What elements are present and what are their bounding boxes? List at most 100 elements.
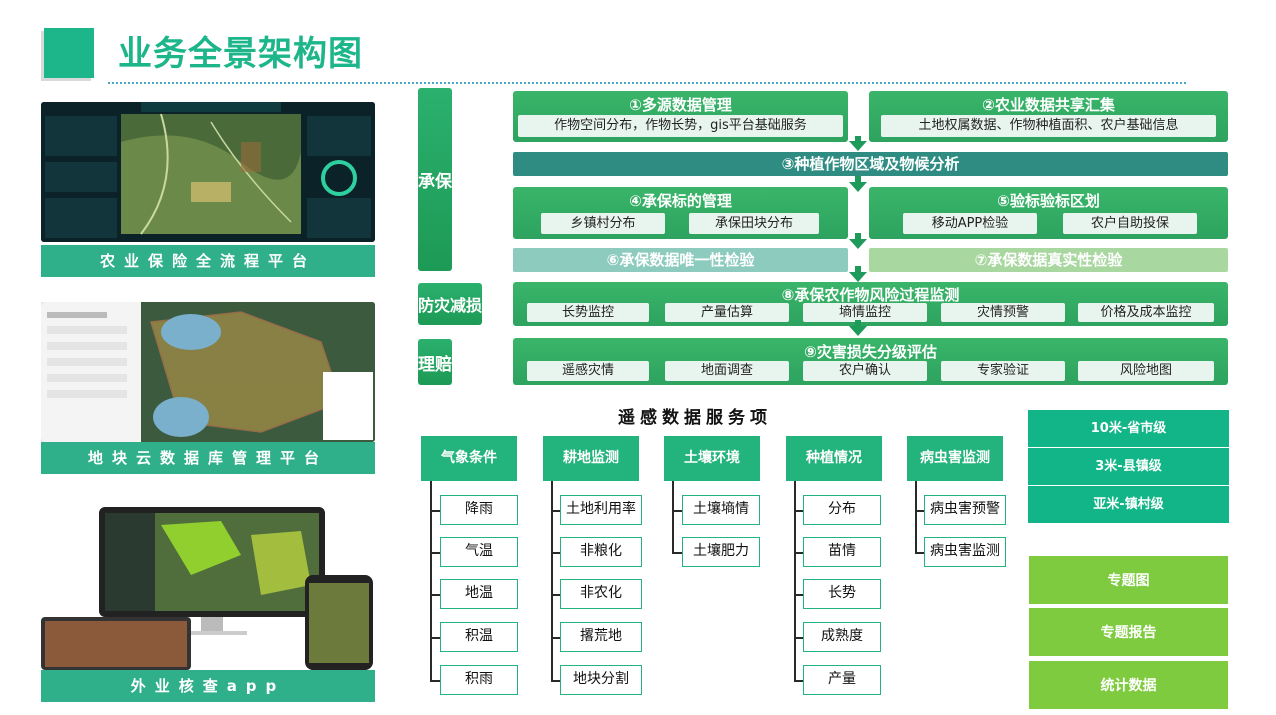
tree-branch bbox=[430, 680, 440, 682]
category-farmland: 耕地监测 bbox=[543, 436, 639, 481]
tree-branch bbox=[672, 552, 682, 554]
item-rainfall: 降雨 bbox=[440, 495, 518, 525]
parcel-map-screenshot bbox=[41, 302, 375, 442]
down-arrow-icon bbox=[849, 272, 867, 282]
box5-item: 农户自助投保 bbox=[1063, 213, 1197, 234]
item-accumulated-temp: 积温 bbox=[440, 622, 518, 652]
box-risk-monitoring: ⑧承保农作物风险过程监测 长势监控 产量估算 墒情监控 灾情预警 价格及成本监控 bbox=[513, 282, 1228, 326]
item-pest-warning: 病虫害预警 bbox=[924, 495, 1006, 525]
item-ground-temp: 地温 bbox=[440, 579, 518, 609]
tree-branch bbox=[794, 680, 804, 682]
tree-branch bbox=[915, 552, 925, 554]
tree-branch bbox=[915, 510, 925, 512]
resolution-10m: 10米-省市级 bbox=[1028, 410, 1229, 447]
title-marker bbox=[44, 28, 94, 78]
arrow-stem bbox=[855, 266, 861, 274]
tree-branch bbox=[430, 594, 440, 596]
resolution-submeter: 亚米-镇村级 bbox=[1028, 486, 1229, 523]
tree-branch bbox=[551, 594, 561, 596]
resolution-3m: 3米-县镇级 bbox=[1028, 448, 1229, 485]
box8-item: 灾情预警 bbox=[941, 303, 1065, 322]
box9-title: ⑨灾害损失分级评估 bbox=[804, 343, 937, 361]
item-temperature: 气温 bbox=[440, 537, 518, 567]
box-loss-assessment: ⑨灾害损失分级评估 遥感灾情 地面调查 农户确认 专家验证 风险地图 bbox=[513, 338, 1228, 385]
tree-branch bbox=[551, 680, 561, 682]
product-thematic-map: 专题图 bbox=[1028, 555, 1229, 605]
item-non-grain: 非粮化 bbox=[560, 537, 642, 567]
box4-item: 承保田块分布 bbox=[689, 213, 819, 234]
section-underwriting: 承保 bbox=[418, 88, 452, 271]
box8-item: 墒情监控 bbox=[803, 303, 927, 322]
item-soil-moisture: 土壤墒情 bbox=[682, 495, 760, 525]
category-soil: 土壤环境 bbox=[664, 436, 760, 481]
tree-branch bbox=[430, 552, 440, 554]
item-seedling: 苗情 bbox=[803, 537, 881, 567]
tree-branch bbox=[430, 637, 440, 639]
item-accumulated-rain: 积雨 bbox=[440, 665, 518, 695]
arrow-stem bbox=[855, 233, 861, 241]
category-pests: 病虫害监测 bbox=[907, 436, 1003, 481]
remote-sensing-title: 遥感数据服务项 bbox=[618, 408, 772, 428]
box9-item: 农户确认 bbox=[803, 361, 927, 381]
box-data-sharing: ②农业数据共享汇集 土地权属数据、作物种植面积、农户基础信息 bbox=[869, 91, 1228, 142]
tree-line bbox=[551, 481, 553, 681]
tree-branch bbox=[430, 510, 440, 512]
tree-branch bbox=[551, 637, 561, 639]
arrow-stem bbox=[855, 136, 861, 142]
box9-item: 专家验证 bbox=[941, 361, 1065, 381]
section-claims: 理赔 bbox=[418, 339, 452, 385]
field-app-screenshot bbox=[41, 505, 375, 670]
item-soil-fertility: 土壤肥力 bbox=[682, 537, 760, 567]
item-parcel-split: 地块分割 bbox=[560, 665, 642, 695]
item-yield: 产量 bbox=[803, 665, 881, 695]
item-pest-monitoring: 病虫害监测 bbox=[924, 537, 1006, 567]
box-uniqueness-check: ⑥承保数据唯一性检验 bbox=[513, 248, 848, 272]
box8-item: 价格及成本监控 bbox=[1078, 303, 1214, 322]
box1-title: ①多源数据管理 bbox=[629, 96, 732, 114]
box9-item: 风险地图 bbox=[1078, 361, 1214, 381]
dashboard-screenshot bbox=[41, 102, 375, 242]
caption-insurance-platform: 农业保险全流程平台 bbox=[41, 245, 375, 277]
product-statistics: 统计数据 bbox=[1028, 660, 1229, 710]
box-inspection-zoning: ⑤验标验标区划 移动APP检验 农户自助投保 bbox=[869, 187, 1228, 239]
box2-detail: 土地权属数据、作物种植面积、农户基础信息 bbox=[881, 115, 1216, 137]
box-phenology-analysis: ③种植作物区域及物候分析 bbox=[513, 152, 1228, 176]
box8-title: ⑧承保农作物风险过程监测 bbox=[781, 286, 960, 304]
item-distribution: 分布 bbox=[803, 495, 881, 525]
down-arrow-icon bbox=[849, 326, 867, 336]
down-arrow-icon bbox=[849, 141, 867, 151]
item-abandoned-land: 撂荒地 bbox=[560, 622, 642, 652]
category-planting: 种植情况 bbox=[786, 436, 882, 481]
category-weather: 气象条件 bbox=[421, 436, 517, 481]
caption-field-app: 外业核查app bbox=[41, 670, 375, 702]
arrow-stem bbox=[855, 176, 861, 184]
page-title: 业务全景架构图 bbox=[118, 34, 363, 74]
down-arrow-icon bbox=[849, 239, 867, 249]
box1-detail: 作物空间分布，作物长势，gis平台基础服务 bbox=[518, 115, 843, 137]
title-divider bbox=[108, 82, 1186, 84]
box9-item: 地面调查 bbox=[665, 361, 789, 381]
box4-title: ④承保标的管理 bbox=[629, 192, 732, 210]
box-authenticity-check: ⑦承保数据真实性检验 bbox=[869, 248, 1228, 272]
box2-title: ②农业数据共享汇集 bbox=[982, 96, 1115, 114]
box8-item: 产量估算 bbox=[665, 303, 789, 322]
tree-line bbox=[794, 481, 796, 681]
box-multi-source-data: ①多源数据管理 作物空间分布，作物长势，gis平台基础服务 bbox=[513, 91, 848, 142]
box8-item: 长势监控 bbox=[527, 303, 649, 322]
item-land-use-rate: 土地利用率 bbox=[560, 495, 642, 525]
tree-branch bbox=[794, 552, 804, 554]
section-disaster-prevention: 防灾减损 bbox=[418, 283, 483, 325]
box-underwriting-management: ④承保标的管理 乡镇村分布 承保田块分布 bbox=[513, 187, 848, 239]
tree-branch bbox=[551, 510, 561, 512]
box5-item: 移动APP检验 bbox=[903, 213, 1037, 234]
tree-branch bbox=[794, 637, 804, 639]
item-non-agricultural: 非农化 bbox=[560, 579, 642, 609]
tree-branch bbox=[672, 510, 682, 512]
caption-parcel-database: 地块云数据库管理平台 bbox=[41, 442, 375, 474]
tree-branch bbox=[794, 594, 804, 596]
arrow-stem bbox=[855, 320, 861, 328]
box4-item: 乡镇村分布 bbox=[541, 213, 665, 234]
tree-line bbox=[430, 481, 432, 681]
item-maturity: 成熟度 bbox=[803, 622, 881, 652]
